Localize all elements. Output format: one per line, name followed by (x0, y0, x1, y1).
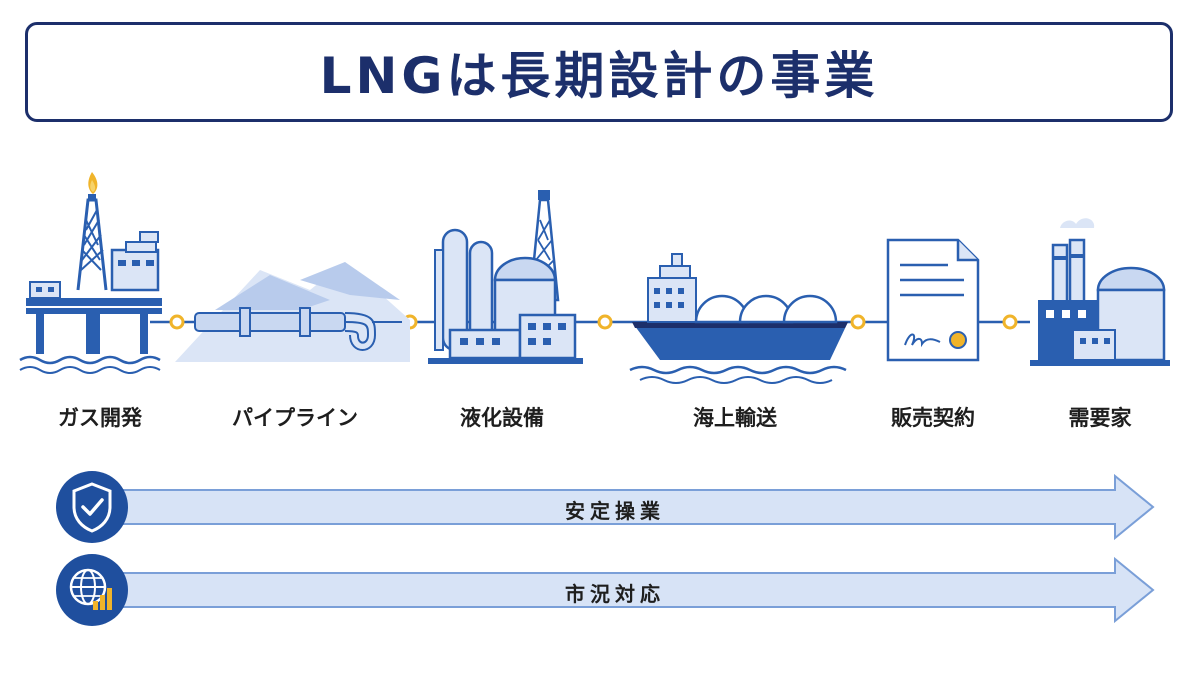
market-response-label: 市況対応 (565, 582, 665, 606)
title-box: LNGは長期設計の事業 (25, 22, 1173, 122)
globe-chart-icon (56, 554, 128, 626)
page-title: LNGは長期設計の事業 (319, 47, 879, 105)
connector-dot (169, 314, 185, 330)
pipeline-icon (175, 262, 410, 362)
lng-tanker-icon (629, 253, 848, 384)
stage-label-liquefaction: 液化設備 (460, 406, 544, 430)
arrow-bar-shape (94, 473, 1155, 541)
arrow-bar-shape (94, 556, 1155, 624)
stage-label-shipping: 海上輸送 (693, 406, 777, 430)
shield-check-icon (56, 471, 128, 543)
contract-document-icon (886, 238, 980, 362)
connector-dot (850, 314, 866, 330)
liquefaction-plant-icon (428, 190, 583, 364)
connector-dot (1002, 314, 1018, 330)
stage-label-sales-contract: 販売契約 (891, 406, 975, 430)
stage-label-customer: 需要家 (1068, 406, 1132, 430)
stable-operation-label: 安定操業 (565, 499, 665, 523)
offshore-rig-icon (19, 172, 162, 374)
connector-dot (597, 314, 613, 330)
stage-label-gas-development: ガス開発 (58, 406, 142, 430)
market-response-bar (55, 553, 1165, 628)
value-chain-flow (19, 172, 1170, 384)
stable-operation-bar (55, 470, 1165, 545)
stage-label-pipeline: パイプライン (232, 406, 358, 430)
factory-icon (1030, 218, 1170, 366)
